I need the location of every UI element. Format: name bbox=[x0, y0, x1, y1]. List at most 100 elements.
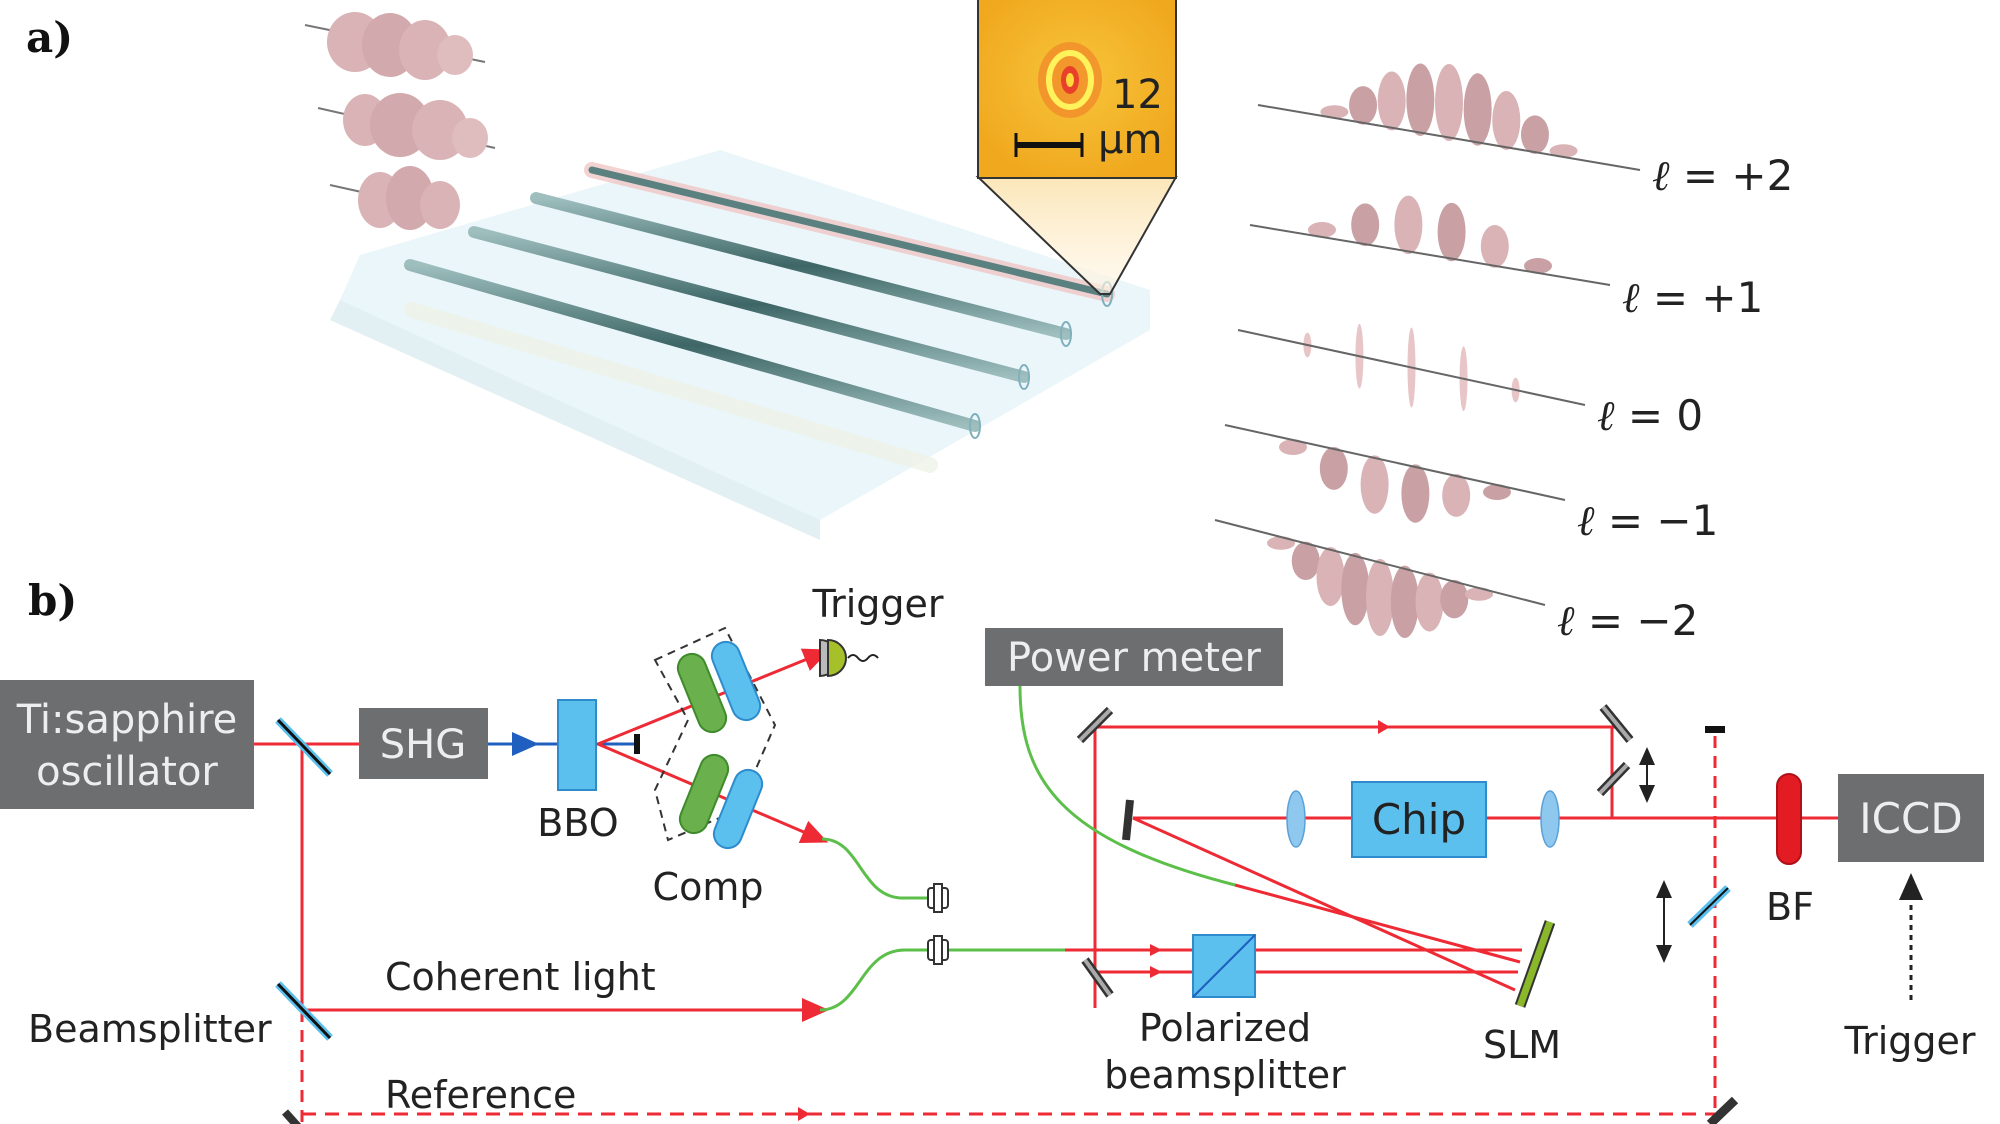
fibers bbox=[819, 685, 1236, 1012]
waveguide bbox=[468, 226, 1030, 383]
oam-mode-label: ℓ = +1 bbox=[1622, 273, 1763, 322]
pbs-label-line2: beamsplitter bbox=[1104, 1053, 1346, 1097]
pulse-lobe bbox=[1415, 572, 1444, 632]
oam-mode-3: ℓ = −1 bbox=[1224, 424, 1718, 545]
oscillator-label-line2: oscillator bbox=[36, 749, 218, 795]
propagation-axis bbox=[1224, 424, 1566, 501]
pulse-lobe bbox=[1480, 224, 1509, 268]
pulse-lobe bbox=[1549, 144, 1578, 158]
beamsplitter-mirror bbox=[275, 717, 333, 777]
pulse-lobe bbox=[1394, 195, 1423, 255]
pulse-lobe bbox=[1341, 552, 1370, 626]
oam-mode-label: ℓ = −1 bbox=[1577, 496, 1718, 545]
input-pulse bbox=[329, 166, 460, 230]
pulse-lobe bbox=[1267, 536, 1295, 550]
iccd-camera: ICCD bbox=[1838, 774, 1984, 862]
pulse-lobe bbox=[1440, 579, 1469, 619]
pulse-lobe bbox=[1463, 73, 1492, 146]
pulse-lobe bbox=[1319, 447, 1348, 490]
scale-value: 12 bbox=[1112, 72, 1163, 118]
pulse-lobe bbox=[1406, 63, 1435, 136]
fiber-coherent bbox=[819, 948, 1065, 1012]
lens bbox=[1286, 790, 1306, 848]
pulse-lobe bbox=[1308, 222, 1336, 238]
propagation-axis bbox=[1249, 224, 1611, 286]
oam-mode-label: ℓ = −2 bbox=[1557, 596, 1698, 645]
pulse-lobe bbox=[1442, 474, 1471, 517]
waveguides bbox=[404, 162, 1115, 473]
beamsplitter-label: Beamsplitter bbox=[28, 1007, 272, 1051]
pulse-lobe bbox=[1435, 64, 1463, 141]
pulse-lobe bbox=[1401, 464, 1430, 523]
pulse-lobe bbox=[1465, 587, 1493, 601]
oam-mode-label: ℓ = +2 bbox=[1652, 151, 1793, 200]
scale-unit: μm bbox=[1098, 117, 1162, 163]
input-pulse bbox=[304, 12, 486, 80]
trigger-top-label: Trigger bbox=[811, 582, 943, 626]
fiber-connector bbox=[927, 883, 949, 913]
beamsplitter-lower bbox=[275, 981, 333, 1041]
waveguide-faint bbox=[404, 302, 938, 473]
fiber-power-meter bbox=[1018, 685, 1236, 887]
propagation-axis bbox=[1237, 329, 1586, 406]
panel-a-label: a) bbox=[26, 13, 73, 62]
bf-label: BF bbox=[1766, 885, 1814, 929]
bandpass-filter: BF bbox=[1766, 773, 1814, 929]
beam-dump bbox=[634, 734, 640, 754]
ti-sapphire-oscillator: Ti:sapphire oscillator bbox=[0, 680, 254, 809]
propagation-axis bbox=[1257, 104, 1641, 171]
chip: Chip bbox=[1351, 781, 1487, 858]
pbs-label-line1: Polarized bbox=[1139, 1006, 1311, 1050]
pulse-lobe bbox=[1291, 541, 1320, 581]
pulse-lobe bbox=[1377, 71, 1406, 131]
oam-mode-0: ℓ = +2 bbox=[1257, 63, 1793, 200]
iccd-label: ICCD bbox=[1859, 794, 1962, 843]
propagation-axis bbox=[1214, 519, 1546, 606]
pulse-lobe bbox=[1316, 547, 1345, 607]
mirror bbox=[1122, 799, 1134, 841]
pulse-lobe bbox=[1360, 455, 1389, 514]
input-pulses bbox=[304, 12, 496, 230]
oam-mode-1: ℓ = +1 bbox=[1249, 195, 1763, 322]
polarized-beamsplitter: Polarized beamsplitter bbox=[1104, 934, 1346, 1097]
reference-beam bbox=[300, 726, 1725, 1124]
reference-mirror-right bbox=[1706, 1096, 1739, 1124]
pulse-lobe bbox=[1279, 439, 1307, 455]
pulse-lobe bbox=[1351, 203, 1380, 247]
output-mode-inset: 12 μm bbox=[975, 0, 1178, 295]
bbo-crystal: BBO bbox=[537, 699, 619, 845]
reference-label: Reference bbox=[385, 1073, 576, 1117]
shg-label: SHG bbox=[380, 722, 466, 768]
coherent-light-label: Coherent light bbox=[385, 955, 656, 999]
reference-beam-block bbox=[1705, 726, 1725, 733]
pulse-lobe bbox=[1320, 105, 1349, 119]
panel-b-label: b) bbox=[28, 576, 77, 625]
pulse-lobe bbox=[1520, 115, 1549, 154]
comp-label: Comp bbox=[653, 865, 764, 909]
lens bbox=[1540, 790, 1560, 848]
oam-mode-4: ℓ = −2 bbox=[1214, 519, 1698, 645]
glass-chip-substrate bbox=[330, 150, 1150, 540]
reference-mirror-left bbox=[282, 1109, 302, 1124]
fiber-idler bbox=[821, 837, 930, 900]
waveguide bbox=[530, 192, 1072, 340]
pulse-lobe bbox=[1349, 86, 1378, 125]
oam-mode-2: ℓ = 0 bbox=[1237, 323, 1703, 440]
bbo-label: BBO bbox=[537, 801, 618, 845]
pulse-lobe bbox=[1366, 559, 1394, 636]
chip-label: Chip bbox=[1372, 795, 1466, 844]
waveguide-core bbox=[588, 166, 1111, 298]
reference-beamsplitter bbox=[1687, 885, 1731, 928]
trigger-right-label: Trigger bbox=[1843, 1019, 1975, 1063]
oam-mode-pulses: ℓ = +2 ℓ = +1 ℓ = 0 ℓ = −1 ℓ = −2 bbox=[1214, 63, 1793, 645]
oam-mode-label: ℓ = 0 bbox=[1597, 391, 1703, 440]
fiber-connector bbox=[927, 935, 949, 965]
input-pulse bbox=[317, 93, 496, 160]
vortex-ring bbox=[1046, 50, 1094, 110]
compensation-plates: Comp bbox=[653, 626, 777, 909]
signal-wave-icon bbox=[847, 654, 879, 662]
pulse-lobe bbox=[1437, 202, 1466, 262]
power-meter-label: Power meter bbox=[1007, 635, 1262, 681]
slm-label: SLM bbox=[1483, 1023, 1561, 1067]
